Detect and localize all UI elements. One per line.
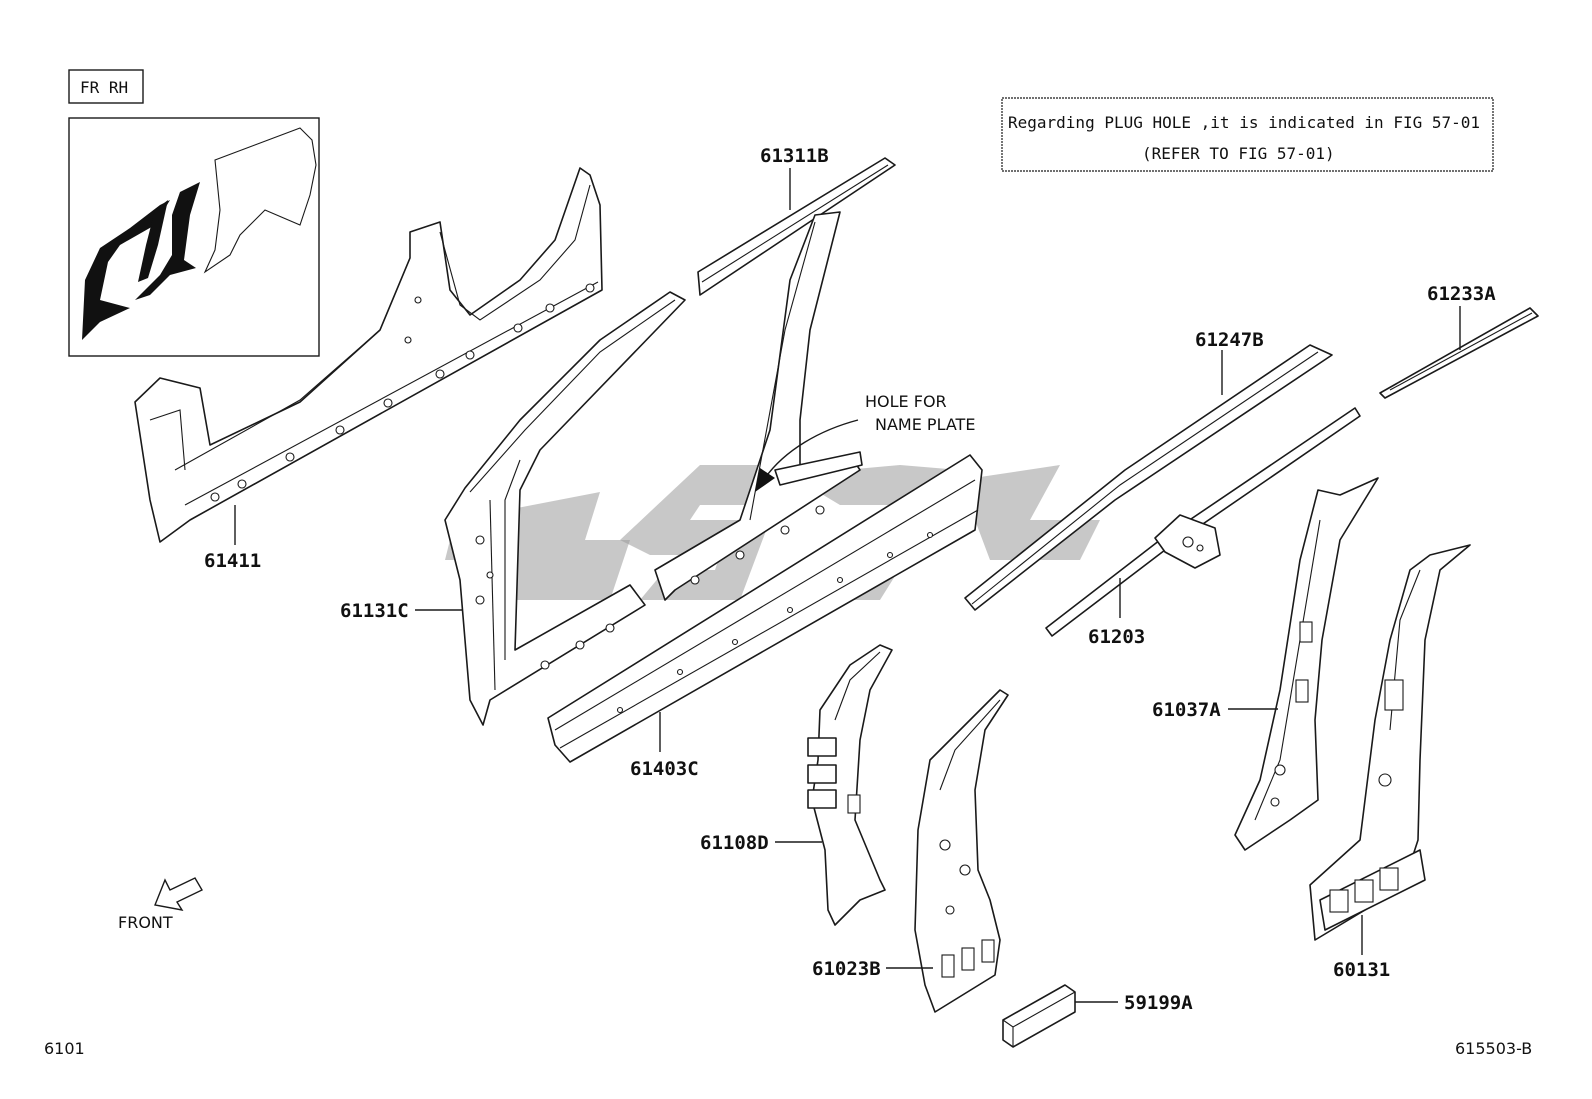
part-label-61247B: 61247B: [1195, 329, 1264, 351]
part-61131C-drawing: [444, 211, 863, 726]
figure-number: 6101: [44, 1039, 85, 1058]
hole-note-line-2: NAME PLATE: [875, 415, 975, 434]
part-60131-drawing: [1309, 544, 1471, 941]
part-label-61037A: 61037A: [1152, 699, 1221, 721]
hole-row-61131C: [475, 505, 825, 670]
front-label: FRONT: [118, 913, 173, 932]
part-label-60131: 60131: [1333, 959, 1390, 981]
inset-overview: [68, 117, 320, 357]
part-label-61403C: 61403C: [630, 758, 699, 780]
part-59199A-drawing: [1002, 984, 1076, 1048]
part-label-61411: 61411: [204, 550, 261, 572]
part-61203-drawing: [1045, 407, 1361, 637]
part-61037A-drawing: [1234, 477, 1379, 851]
part-61233A-drawing: [1379, 307, 1539, 399]
part-label-61203: 61203: [1088, 626, 1145, 648]
hole-row-61403C: [616, 531, 934, 714]
part-61247B-drawing: [964, 344, 1333, 611]
drawing-code: 615503-B: [1455, 1039, 1532, 1058]
note-line-2: (REFER TO FIG 57-01): [1142, 144, 1335, 163]
part-61023B-drawing: [914, 689, 1009, 1013]
view-tag-label: FR RH: [80, 78, 128, 97]
part-label-61131C: 61131C: [340, 600, 409, 622]
plug-hole-note: Regarding PLUG HOLE ,it is indicated in …: [1001, 97, 1494, 172]
view-tag-box: [68, 69, 144, 104]
part-61403C-drawing: [547, 454, 983, 763]
part-label-61023B: 61023B: [812, 958, 881, 980]
name-plate-arrow: [755, 419, 859, 492]
hole-note-line-1: HOLE FOR: [865, 392, 947, 411]
part-label-59199A: 59199A: [1124, 992, 1193, 1014]
part-61411-drawing: [134, 167, 603, 543]
part-label-61311B: 61311B: [760, 145, 829, 167]
part-61311B-drawing: [697, 157, 896, 296]
part-label-61233A: 61233A: [1427, 283, 1496, 305]
hole-row-61411: [210, 283, 595, 502]
part-61108D-drawing: [807, 644, 893, 926]
note-line-1: Regarding PLUG HOLE ,it is indicated in …: [1008, 113, 1480, 132]
front-arrow-icon: [154, 877, 203, 911]
part-label-61108D: 61108D: [700, 832, 769, 854]
